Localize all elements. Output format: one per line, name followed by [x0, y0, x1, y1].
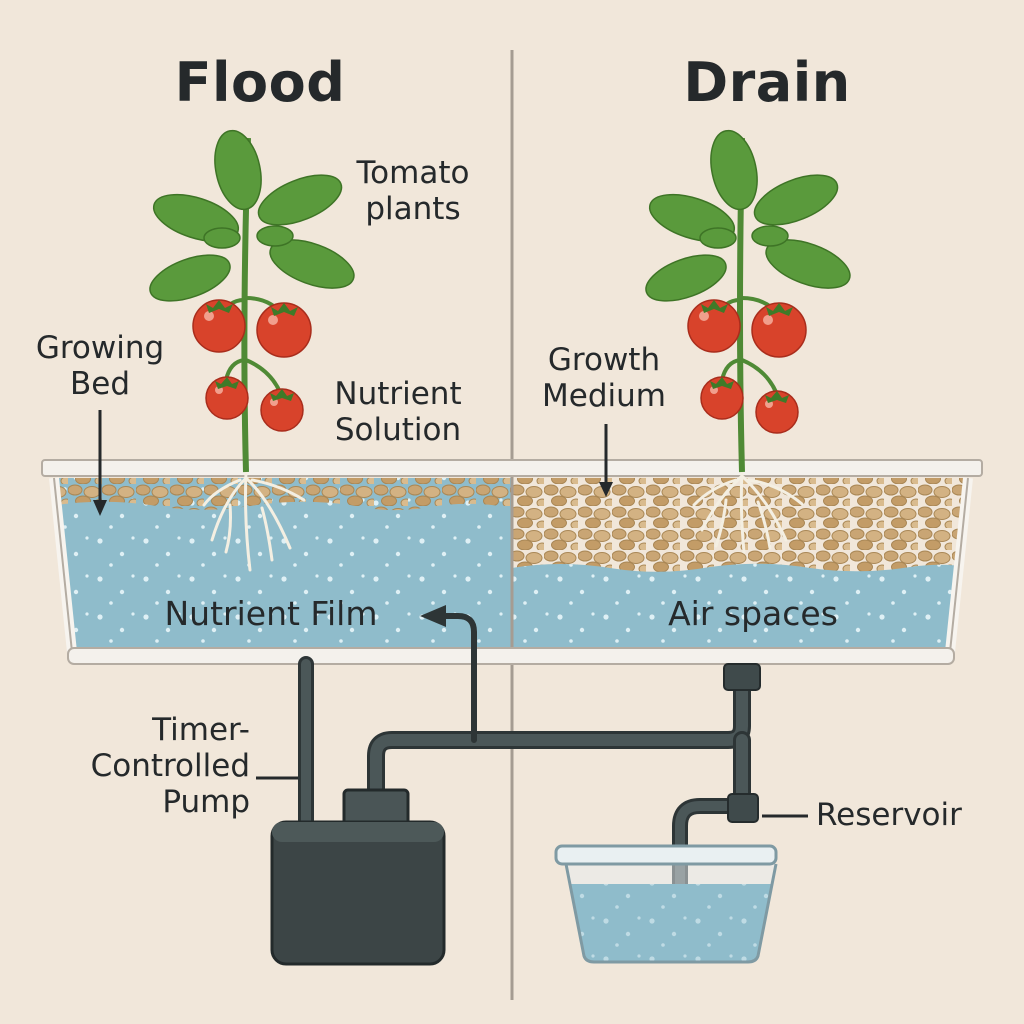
growing-bed-label-line2: Bed [69, 366, 131, 402]
growing-bed-tray [41, 459, 983, 665]
pump-label-line2: Controlled [90, 748, 250, 784]
label-pointers [93, 410, 808, 818]
nutrient-solution-label-line2: Solution [334, 412, 462, 448]
air-spaces-label: Air spaces [668, 594, 838, 633]
drain-fitting [723, 663, 761, 691]
pump-label-line3: Pump [162, 784, 250, 820]
flood-title: Flood [174, 51, 346, 114]
tomato-plants-label-line2: plants [365, 191, 461, 227]
nutrient-solution-label: Nutrient Solution [320, 376, 476, 448]
pump-body [270, 788, 446, 966]
growth-medium-label: Growth Medium [526, 342, 682, 414]
growing-bed-label: Growing Bed [22, 330, 178, 402]
tomato-plants-label-line1: Tomato [356, 155, 470, 191]
nutrient-film-label: Nutrient Film [164, 594, 378, 633]
nutrient-solution-label-line1: Nutrient [334, 376, 462, 412]
reservoir-tank [554, 844, 778, 964]
flow-arrow-head [420, 605, 446, 627]
reservoir-label: Reservoir [816, 797, 962, 833]
growing-bed-label-line1: Growing [35, 330, 165, 366]
tomato-plant-drain [645, 129, 851, 554]
timer-controlled-pump-label: Timer- Controlled Pump [60, 712, 250, 820]
growth-medium-label-line2: Medium [542, 378, 666, 414]
drain-title: Drain [683, 51, 851, 114]
tomato-plant-flood [149, 129, 355, 572]
pump-label-line1: Timer- [152, 712, 250, 748]
growing-bed-contents [54, 478, 968, 652]
tomato-plants-label: Tomato plants [338, 155, 488, 227]
growth-medium-label-line1: Growth [547, 342, 661, 378]
valve-fitting [727, 793, 759, 823]
